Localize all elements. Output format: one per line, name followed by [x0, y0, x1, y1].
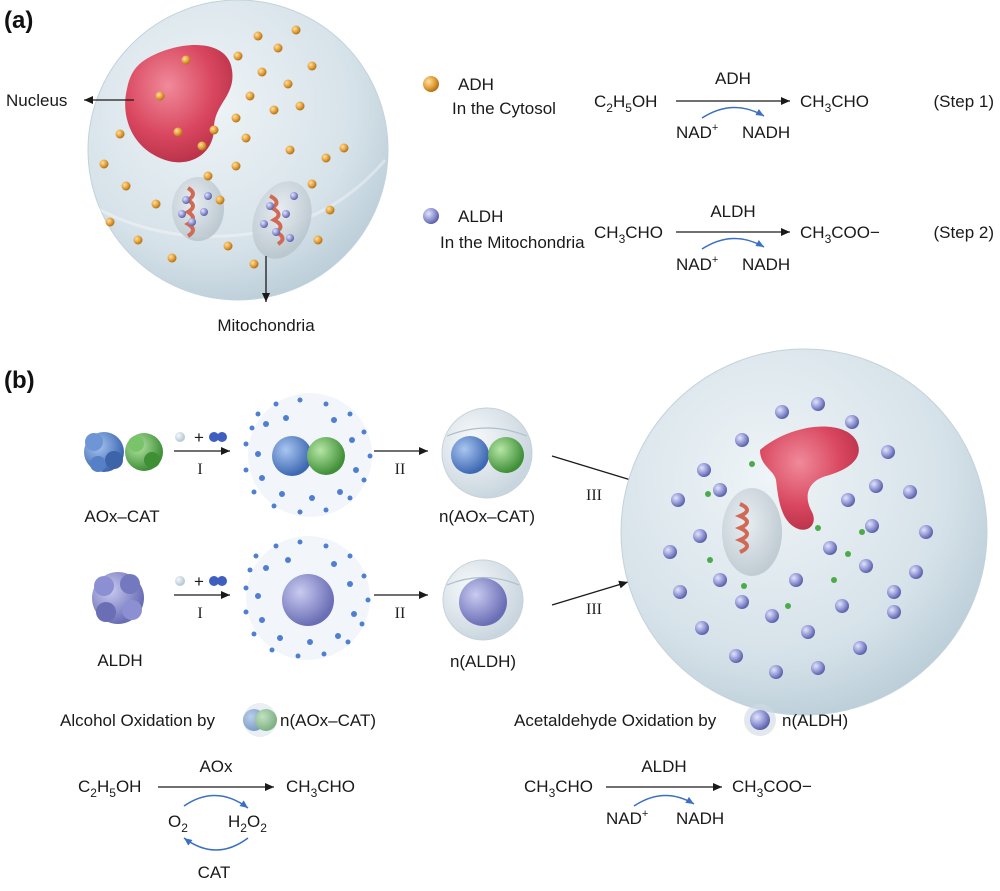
acetaldehyde-oxidation: Acetaldehyde Oxidation by n(ALDH) CH3CHO…: [514, 704, 848, 828]
enzyme-label: AOx: [199, 757, 233, 776]
plus-sign: +: [194, 572, 204, 591]
legend-adh-title: ADH: [458, 75, 494, 94]
step-label-II: II: [395, 605, 406, 622]
reactant-ethanol: C2H5OH: [594, 92, 657, 115]
catalase-cycle-arrow: [183, 837, 249, 851]
alcohol-oxidation: Alcohol Oxidation by n(AOx–CAT) C2H5OH A…: [60, 703, 376, 882]
nucleus-label: Nucleus: [6, 91, 67, 110]
step-label-I: I: [197, 461, 202, 478]
cofactor-in: NAD+: [676, 254, 718, 274]
row-end-label: n(AOx–CAT): [439, 507, 535, 526]
mitochondrion-right: [252, 181, 312, 259]
cofactor-arrow: [701, 106, 765, 119]
monomer-icon: [175, 432, 185, 442]
row-start-label: ALDH: [97, 651, 142, 670]
product-acetate: CH3COO−: [732, 777, 812, 800]
nanocapsule-aldh: [442, 559, 524, 641]
row-aox-cat: AOx–CAT + I II: [84, 393, 645, 526]
adh-particles: [99, 25, 349, 269]
legend-adh: ADH In the Cytosol: [423, 75, 556, 118]
cofactor-arrow: [701, 237, 765, 250]
enzyme-label: ADH: [715, 69, 751, 88]
cofactor-out: NADH: [742, 255, 790, 274]
aldh-protein-icon: [92, 572, 144, 624]
aox-cat-protein-icon: [84, 432, 163, 472]
purple-sphere-icon: [423, 208, 439, 224]
forward-cycle-arrow: [183, 794, 249, 809]
aldh-particles-a: [178, 192, 298, 242]
nucleus-shape: [760, 426, 859, 530]
caption: Acetaldehyde Oxidation by: [514, 711, 717, 730]
legend-aldh: ALDH In the Mitochondria: [423, 207, 585, 252]
step-label-I: I: [197, 605, 202, 622]
step-label: (Step 2): [934, 223, 994, 242]
reactant-acetaldehyde: CH3CHO: [594, 223, 663, 246]
product-acetaldehyde: CH3CHO: [286, 777, 355, 800]
product-acetaldehyde: CH3CHO: [800, 92, 869, 115]
cell-illustration-a: [59, 0, 389, 301]
reactant-ethanol: C2H5OH: [78, 777, 141, 800]
panel-a-label: (a): [4, 7, 33, 34]
monomer-cloud-aldh: [243, 536, 371, 660]
aox-cat-sphere-icon: [243, 703, 277, 737]
reactant-acetaldehyde: CH3CHO: [524, 777, 593, 800]
step-label: (Step 1): [934, 92, 994, 111]
row-aldh: ALDH + I II n(ALDH): [92, 536, 629, 671]
legend-adh-subtitle: In the Cytosol: [452, 99, 556, 118]
step-label-II: II: [395, 461, 406, 478]
oxygen: O2: [168, 812, 188, 835]
aldh-sphere-icon: [744, 704, 776, 736]
reaction-step-2: CH3CHO ALDH CH3COO− NAD+ NADH (Step 2): [594, 202, 994, 274]
green-dots: [705, 461, 865, 609]
product-acetate: CH3COO−: [800, 223, 880, 246]
mitochondrion: [722, 488, 782, 576]
orange-sphere-icon: [423, 76, 439, 92]
mitochondrion-left: [172, 177, 224, 241]
row-start-label: AOx–CAT: [84, 507, 159, 526]
crosslinker-icon: [209, 576, 219, 586]
legend-aldh-title: ALDH: [458, 207, 503, 226]
recycle-enzyme-label: CAT: [198, 863, 231, 882]
nanocapsule-particles: [663, 397, 933, 679]
enzyme-label: ALDH: [710, 202, 755, 221]
step-label-III: III: [586, 487, 602, 504]
cofactor-arrow: [633, 794, 695, 807]
agent-label: n(AOx–CAT): [280, 711, 376, 730]
cofactor-out: NADH: [742, 123, 790, 142]
crosslinker-icon: [209, 432, 219, 442]
panel-b-label: (b): [4, 367, 35, 394]
hydrogen-peroxide: H2O2: [228, 812, 267, 835]
legend-aldh-subtitle: In the Mitochondria: [440, 233, 585, 252]
cofactor-out: NADH: [676, 809, 724, 828]
cofactor-in: NAD+: [606, 808, 648, 828]
mitochondria-label: Mitochondria: [217, 316, 315, 335]
agent-label: n(ALDH): [782, 711, 848, 730]
caption: Alcohol Oxidation by: [60, 711, 215, 730]
plus-sign: +: [194, 428, 204, 447]
enzyme-label: ALDH: [641, 757, 686, 776]
nanocapsule-aox-cat: [441, 407, 533, 499]
nucleus-shape: [125, 45, 233, 163]
step-arrow-3: [551, 580, 629, 606]
row-end-label: n(ALDH): [450, 652, 516, 671]
monomer-icon: [175, 576, 185, 586]
cell-illustration-b: [620, 348, 988, 716]
reaction-step-1: C2H5OH ADH CH3CHO NAD+ NADH (Step 1): [594, 69, 994, 142]
step-label-III: III: [586, 601, 602, 618]
cofactor-in: NAD+: [676, 122, 718, 142]
monomer-cloud-aox-cat: [243, 393, 373, 517]
